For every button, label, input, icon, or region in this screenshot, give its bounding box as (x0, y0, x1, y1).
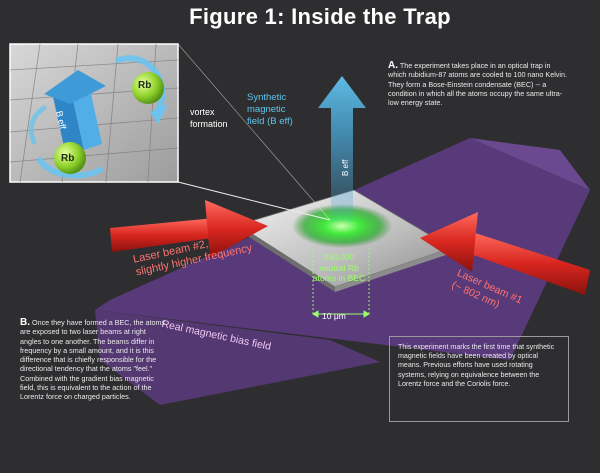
scale-label: 10 μm (322, 311, 346, 321)
atoms-label-line1: 250,000 (323, 252, 355, 262)
section-a-tag: A. (388, 60, 398, 71)
bias-field-band-lower (95, 310, 380, 405)
bias-field-arrowhead (470, 138, 590, 190)
inset-connector-2 (177, 43, 331, 221)
b-eff-arrow-label: B eff (341, 159, 350, 176)
section-b-text: B. Once they have formed a BEC, the atom… (20, 318, 167, 402)
bec-atoms-label: 250,000 neutral Rb atoms in BEC (293, 252, 385, 284)
vortex-label-line2: formation (190, 119, 228, 129)
inset-connector (177, 181, 331, 221)
synthetic-field-label-line1: Synthetic (247, 92, 287, 103)
section-b-body: Once they have formed a BEC, the atoms a… (20, 318, 166, 402)
bec-cloud (292, 204, 392, 248)
figure-title: Figure 1: Inside the Trap (189, 4, 451, 29)
section-b-tag: B. (20, 317, 30, 328)
laser-beam-2 (110, 200, 268, 258)
inset-rb-bottom-label: Rb (61, 153, 75, 164)
trap-plate-edge-right (335, 248, 452, 292)
section-a-text: A. The experiment takes place in an opti… (388, 60, 568, 108)
atoms-label-line2: neutral Rb (319, 262, 359, 273)
vortex-label-line1: vortex (190, 107, 215, 117)
synthetic-field-arrow (318, 76, 366, 222)
synthetic-field-label-line2: magnetic (247, 104, 286, 115)
synthetic-field-label-line3: field (B eff) (247, 116, 293, 127)
synthetic-field-label: Synthetic magnetic field (B eff) (247, 92, 357, 128)
note-box: This experiment marks the first time tha… (389, 336, 569, 422)
vortex-formation-label: vortex formation (190, 106, 228, 130)
laser-beam-1 (420, 212, 590, 295)
atoms-label-line3: atoms in BEC (312, 273, 366, 283)
scale-marker (312, 248, 370, 318)
section-a-body: The experiment takes place in an optical… (388, 61, 567, 108)
vortex-inset (9, 43, 179, 183)
trap-plate-edge (238, 225, 335, 292)
inset-rb-top-label: Rb (138, 80, 152, 91)
